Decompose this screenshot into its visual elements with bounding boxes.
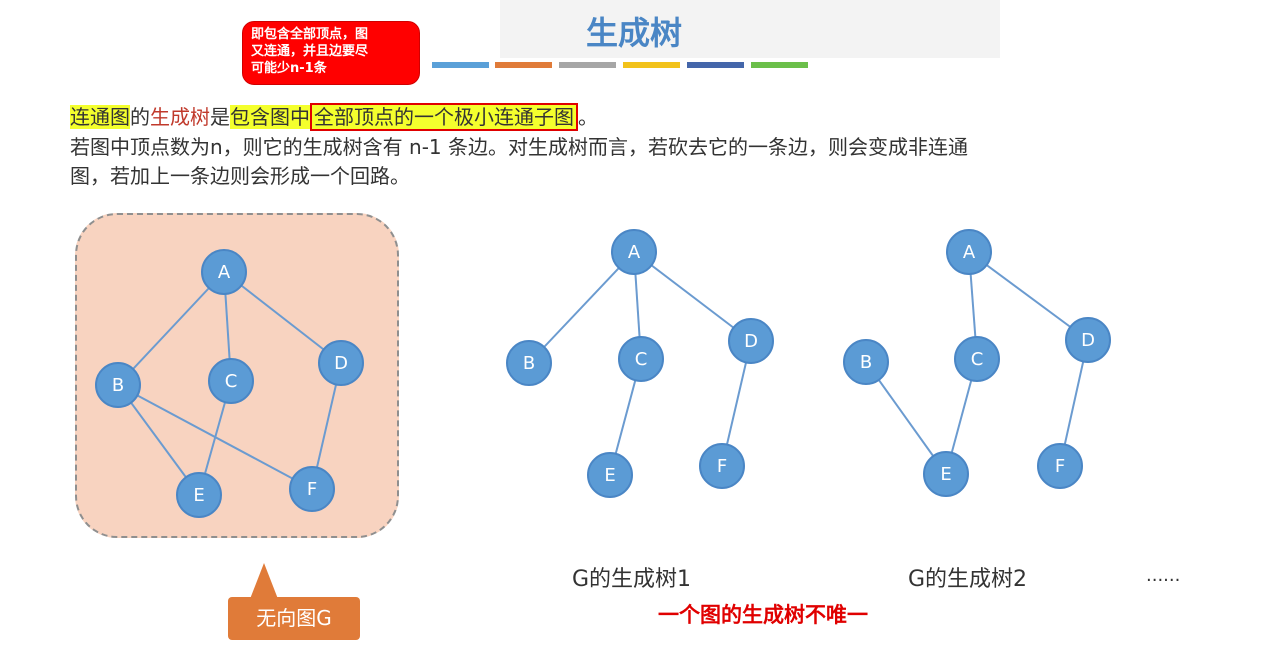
tree2-node-label-C: C [971,349,984,370]
callout-line-1: 即包含全部顶点，图 [251,27,369,42]
tree1-caption: G的生成树1 [572,567,692,592]
graph_g-node-label-D: D [334,353,348,374]
graph_g-edge-AB [117,271,225,386]
tree2-node-F [1037,443,1083,489]
not-unique-note: 一个图的生成树不唯一 [658,603,868,627]
accent-bar-3 [559,62,616,68]
tree1-node-B [506,340,552,386]
tree2-node-label-F: F [1055,456,1065,477]
graph_g-node-label-B: B [112,375,124,396]
definition-text-is: 是 [210,105,230,129]
graph_g-node-label-A: A [218,262,231,283]
tree2-node-label-A: A [963,242,976,263]
graph_g-node-label-F: F [307,479,317,500]
title-background [500,0,1000,58]
accent-bar-6 [751,62,808,68]
tree1-node-E [587,452,633,498]
graph_g-node-F [289,466,335,512]
accent-bar-2 [495,62,552,68]
graph-label-pointer [250,563,278,599]
explanation-line-1: 若图中顶点数为n，则它的生成树含有 n-1 条边。对生成树而言，若砍去它的一条边… [70,135,969,159]
tree1-edge-AB [528,251,635,364]
tree1-node-label-A: A [628,242,641,263]
accent-bar-4 [623,62,680,68]
explanation-line-2: 图，若加上一条边则会形成一个回路。 [70,164,410,188]
accent-bar-1 [432,62,489,68]
annotation-callout: 即包含全部顶点，图 又连通，并且边要尽 可能少n-1条 [242,21,420,85]
callout-line-2: 又连通，并且边要尽 [251,44,369,59]
tree1-node-label-D: D [744,331,758,352]
tree1-node-C [618,336,664,382]
definition-line: 连通图的生成树是包含图中全部顶点的一个极小连通子图。 [70,101,1190,131]
tree2-node-label-B: B [860,352,872,373]
term-connected-graph: 连通图 [70,105,130,129]
accent-bar-5 [687,62,744,68]
tree2-node-label-D: D [1081,330,1095,351]
definition-highlight: 包含图中 [230,105,310,129]
slide-title: 生成树 [585,14,682,52]
tree1-edge-AD [633,251,752,342]
tree1-node-label-F: F [717,456,727,477]
tree2-node-A [946,229,992,275]
tree1-node-D [728,318,774,364]
graph_g-edge-AD [223,271,342,364]
tree2-edge-AD [968,251,1089,341]
tree2-node-C [954,336,1000,382]
tree2-caption: G的生成树2 [908,567,1028,592]
graph_g-node-B [95,362,141,408]
definition-boxed: 全部顶点的一个极小连通子图 [310,103,578,131]
tree1-node-label-C: C [635,349,648,370]
tree2-node-E [923,451,969,497]
tree1-node-label-B: B [523,353,535,374]
tree2-node-label-E: E [940,464,951,485]
more-ellipsis: ...... [1146,565,1181,586]
callout-line-3: 可能少n-1条 [251,61,327,76]
graph_g-node-E [176,472,222,518]
tree1-node-F [699,443,745,489]
graph_g-node-A [201,249,247,295]
tree2-node-B [843,339,889,385]
definition-text-de: 的 [130,105,150,129]
graph_g-node-C [208,358,254,404]
graph_g-node-label-E: E [193,485,204,506]
definition-period: 。 [578,105,598,129]
graph_g-node-label-C: C [225,371,238,392]
graph_g-node-D [318,340,364,386]
tree1-node-A [611,229,657,275]
tree1-node-label-E: E [604,465,615,486]
graph-g-label: 无向图G [228,597,360,640]
term-spanning-tree: 生成树 [150,105,210,129]
tree2-node-D [1065,317,1111,363]
